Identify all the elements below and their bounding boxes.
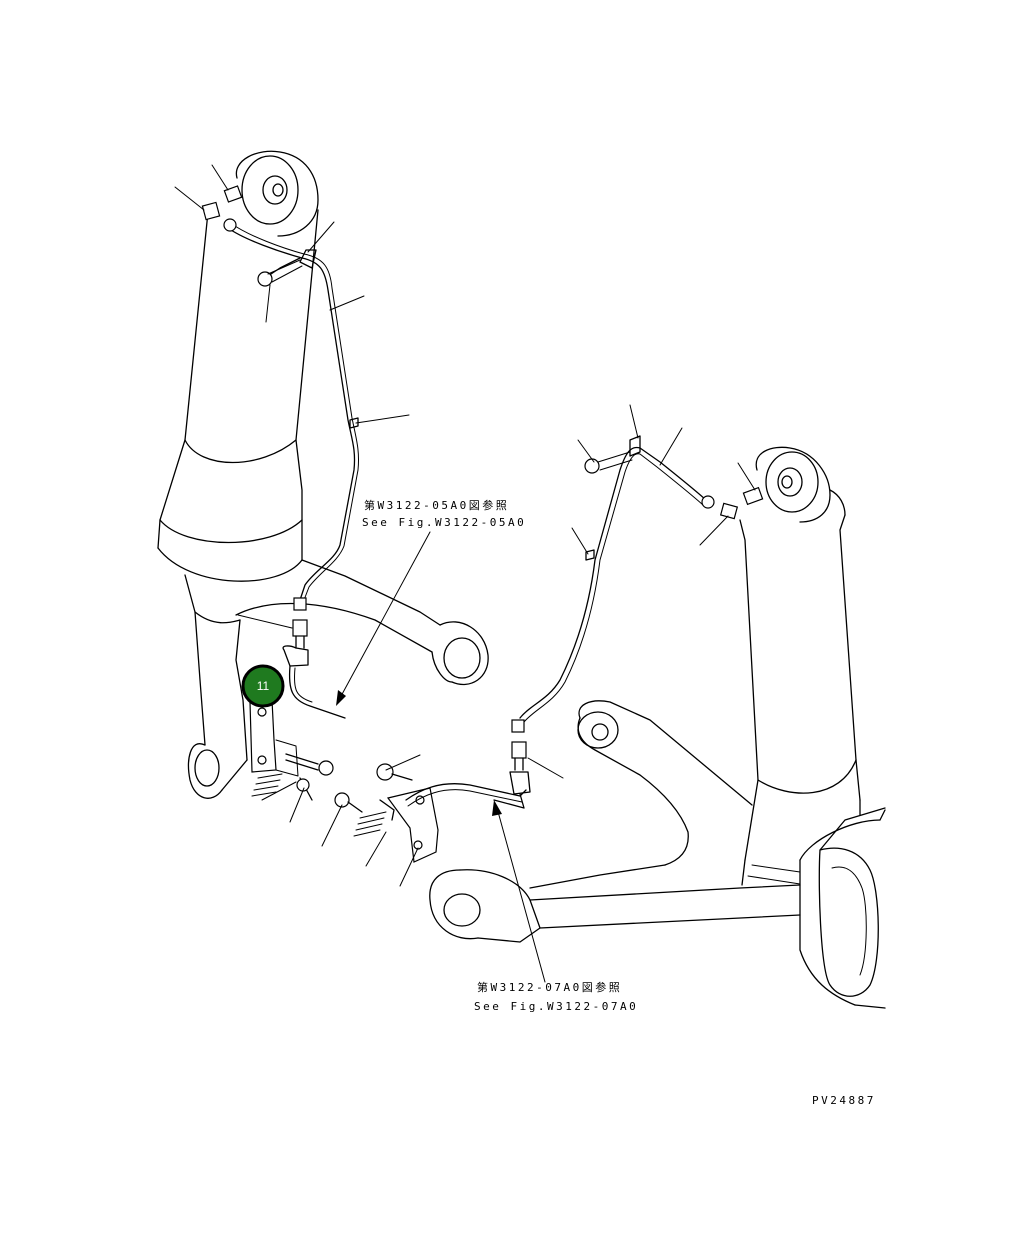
reference-lower-jp: 第W3122-07A0図参照 [477,980,622,994]
right-hydraulic-pipe [519,435,707,723]
callout-badge-11[interactable]: 11 [241,664,285,708]
reference-label-lower: 第W3122-07A0図参照 See Fig.W3122-07A0 [474,980,638,1013]
reference-label-upper: 第W3122-05A0図参照 See Fig.W3122-05A0 [362,498,526,529]
reference-upper-en: See Fig.W3122-05A0 [362,516,526,529]
center-bracket [353,763,527,863]
right-lift-cylinder [739,446,861,886]
reference-lower-en: See Fig.W3122-07A0 [474,1000,638,1013]
leader-lines [174,164,756,983]
right-lift-arm [529,700,753,889]
left-lift-arm [235,559,489,686]
left-top-fittings [201,185,303,287]
callout-circle[interactable] [241,664,285,708]
left-mounting-bracket [249,699,363,813]
left-hydraulic-pipe [227,223,359,601]
front-frame [429,807,886,1009]
right-lower-fittings [493,719,531,809]
right-top-fittings [584,451,764,520]
reference-upper-jp: 第W3122-05A0図参照 [364,498,509,512]
figure-code: PV24887 [812,1094,876,1107]
callout-number[interactable]: 11 [257,679,270,693]
left-lift-cylinder [157,150,319,799]
left-lower-fittings [282,597,346,719]
